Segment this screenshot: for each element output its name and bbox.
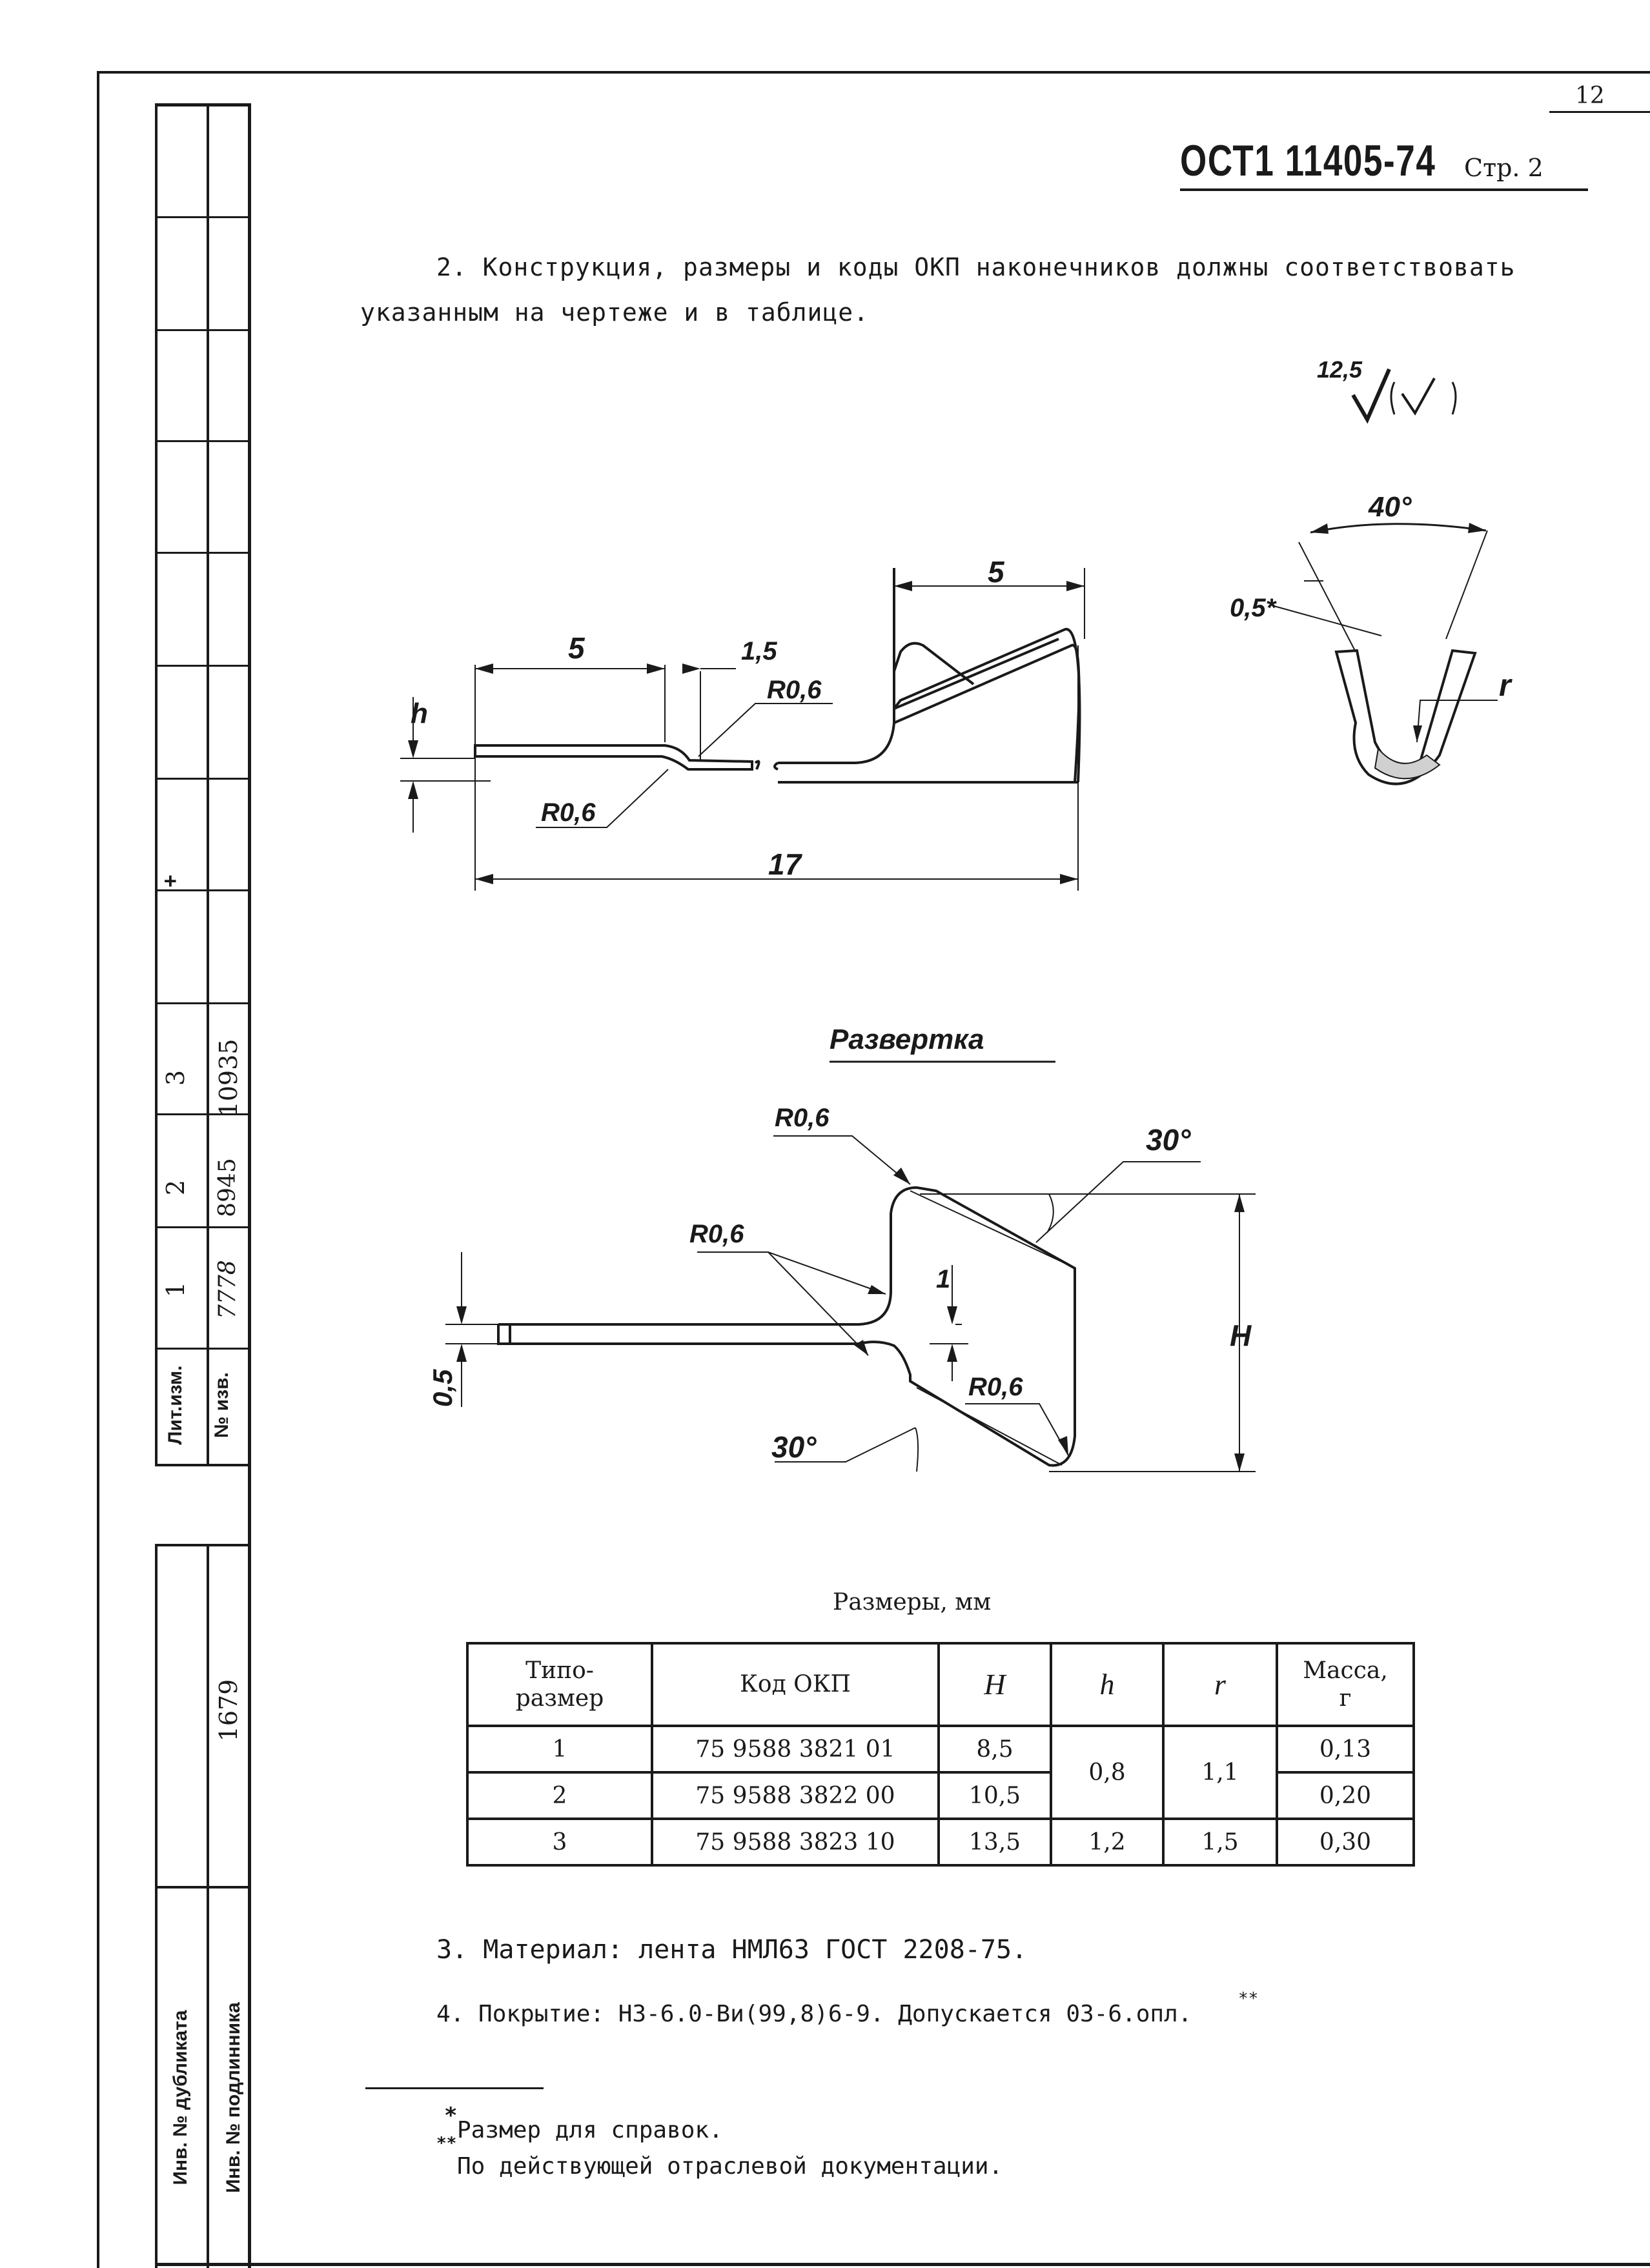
- dim-17: 17: [768, 847, 803, 881]
- row3-H: 13,5: [937, 1817, 1052, 1867]
- inner-frame-bottom-line: [155, 2263, 1650, 2266]
- angle-top: 30°: [1146, 1123, 1191, 1157]
- dim-0-5: 0,5: [427, 1369, 458, 1407]
- table-row: 2 75 9588 3822 00 10,5 0,20: [466, 1771, 1415, 1820]
- col-h-header: h: [1050, 1642, 1165, 1727]
- H-label: H: [1230, 1319, 1252, 1352]
- inner-frame-top-line: [155, 103, 250, 106]
- development-title: Развертка: [830, 1024, 984, 1055]
- dup-label: Инв. № дубликата: [170, 2010, 191, 2185]
- footnote2: По действующей отраслевой документации.: [457, 2153, 1003, 2180]
- page-number: 12: [1575, 83, 1605, 109]
- section-view: [1271, 523, 1498, 785]
- technical-drawing: 5 1,5 5 17 R0,6 R0,6 h 12,5 40° 0,5* r Р…: [400, 356, 1512, 1472]
- dim-5b: 5: [988, 555, 1005, 589]
- footnote1: Размер для справок.: [457, 2117, 723, 2143]
- row3-size: 3: [466, 1817, 653, 1867]
- dimensions-table: Типо- размер Код ОКП H h r Масса, г 1 75…: [466, 1642, 1415, 1867]
- page-label: Стр. 2: [1464, 154, 1543, 182]
- row2-mass: 0,20: [1276, 1771, 1415, 1820]
- r-label: r: [1499, 669, 1512, 703]
- angle-40: 40°: [1368, 491, 1412, 523]
- row3-code: 75 9588 3823 10: [651, 1817, 940, 1867]
- page-number-underline: [1549, 111, 1650, 113]
- footnote-separator: [365, 2087, 544, 2089]
- row1-size: 1: [466, 1725, 653, 1774]
- row12-r: 1,1: [1162, 1725, 1278, 1820]
- col-size-header: Типо- размер: [466, 1642, 653, 1727]
- dim-1-5: 1,5: [741, 637, 777, 665]
- table-caption: Размеры, мм: [833, 1589, 992, 1615]
- row1-mass: 0,13: [1276, 1725, 1415, 1774]
- para2-line1: 2. Конструкция, размеры и коды ОКП након…: [436, 253, 1516, 281]
- col-r-header: r: [1162, 1642, 1278, 1727]
- angle-bottom: 30°: [771, 1430, 817, 1464]
- para4-coating: 4. Покрытие: Н3-6.0-Ви(99,8)6-9. Допуска…: [436, 2001, 1192, 2027]
- r3-label: R0,6: [968, 1373, 1023, 1401]
- table-row: 1 75 9588 3821 01 8,5 0,8 1,1 0,13: [466, 1725, 1415, 1820]
- footnote2-mark: **: [436, 2134, 457, 2153]
- row3-r: 1,5: [1162, 1817, 1278, 1867]
- footnote1-mark: *: [444, 2103, 458, 2129]
- row2-code: 75 9588 3822 00: [651, 1771, 940, 1820]
- row2-H: 10,5: [937, 1771, 1052, 1820]
- chamfer-label: 0,5*: [1230, 594, 1278, 622]
- col-code-header: Код ОКП: [651, 1642, 940, 1727]
- side-view: [400, 568, 1085, 891]
- row1-code: 75 9588 3821 01: [651, 1725, 940, 1774]
- orig-label: Инв. № подлинника: [223, 2002, 244, 2193]
- inner-frame-left-line: [248, 103, 251, 2268]
- development-view: [445, 1060, 1256, 1472]
- h-label: h: [411, 698, 428, 729]
- standard-title: ОСТ1 11405-74: [1180, 136, 1436, 185]
- dim-1: 1: [936, 1265, 950, 1293]
- row2-size: 2: [466, 1771, 653, 1820]
- r-top: R0,6: [767, 676, 822, 704]
- row12-h: 0,8: [1050, 1725, 1165, 1820]
- row3-h: 1,2: [1050, 1817, 1165, 1867]
- r2-label: R0,6: [689, 1220, 744, 1248]
- col-mass-header: Масса, г: [1276, 1642, 1415, 1727]
- dim-5a: 5: [568, 631, 586, 665]
- para2-line2: указанным на чертеже и в таблице.: [360, 298, 869, 327]
- header-underline: [1180, 188, 1588, 191]
- row3-mass: 0,30: [1276, 1817, 1415, 1867]
- col-H-header: H: [937, 1642, 1052, 1727]
- drawing-labels: 5 1,5 5 17 R0,6 R0,6 h 12,5 40° 0,5* r Р…: [411, 356, 1512, 1464]
- r-bottom: R0,6: [541, 798, 596, 827]
- frame-top-line: [97, 71, 1650, 74]
- r1-label: R0,6: [775, 1104, 830, 1132]
- table-row: 3 75 9588 3823 10 13,5 1,2 1,5 0,30: [466, 1817, 1415, 1867]
- inv-number: 1679: [214, 1679, 243, 1742]
- para4-mark: **: [1238, 1989, 1259, 2009]
- para3-material: 3. Материал: лента НМЛ63 ГОСТ 2208-75.: [436, 1935, 1028, 1965]
- frame-left-line: [97, 71, 99, 2268]
- roughness-value: 12,5: [1317, 356, 1363, 383]
- row1-H: 8,5: [937, 1725, 1052, 1774]
- roughness-symbol: [1351, 368, 1457, 424]
- table-header-row: Типо- размер Код ОКП H h r Масса, г: [466, 1642, 1415, 1727]
